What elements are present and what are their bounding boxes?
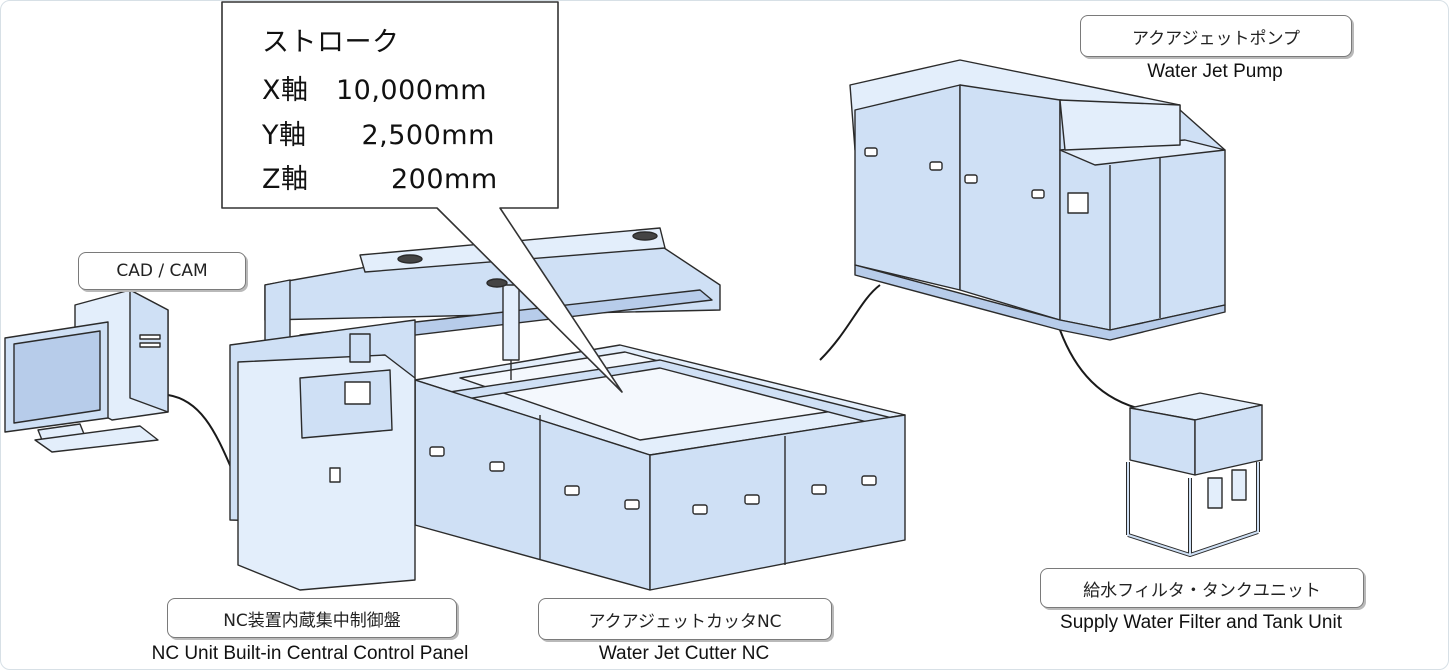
cad-cam-label: CAD / CAM (78, 252, 246, 290)
stroke-title: ストローク (262, 27, 400, 58)
computer-icon (4, 289, 169, 453)
cutter-label-jp: アクアジェットカッタNC (538, 598, 832, 640)
filter-tank-unit-icon (1126, 392, 1263, 557)
tank-label-en: Supply Water Filter and Tank Unit (1060, 612, 1342, 633)
nc-panel-label-jp: NC装置内蔵集中制御盤 (167, 598, 457, 638)
nc-panel-label-en: NC Unit Built-in Central Control Panel (151, 643, 469, 664)
water-jet-pump-icon (849, 59, 1226, 341)
water-jet-cutter-icon (229, 227, 906, 591)
stroke-z-axis: Z軸 200mm (262, 164, 498, 195)
stroke-callout-bubble (221, 1, 623, 393)
stroke-x-axis: X軸 10,000mm (262, 75, 488, 106)
cutter-label-en: Water Jet Cutter NC (598, 643, 770, 664)
tank-label-jp: 給水フィルタ・タンクユニット (1040, 568, 1364, 608)
stroke-y-axis: Y軸 2,500mm (262, 120, 495, 151)
pump-label-en: Water Jet Pump (1147, 61, 1283, 82)
pump-label-jp: アクアジェットポンプ (1080, 15, 1352, 57)
